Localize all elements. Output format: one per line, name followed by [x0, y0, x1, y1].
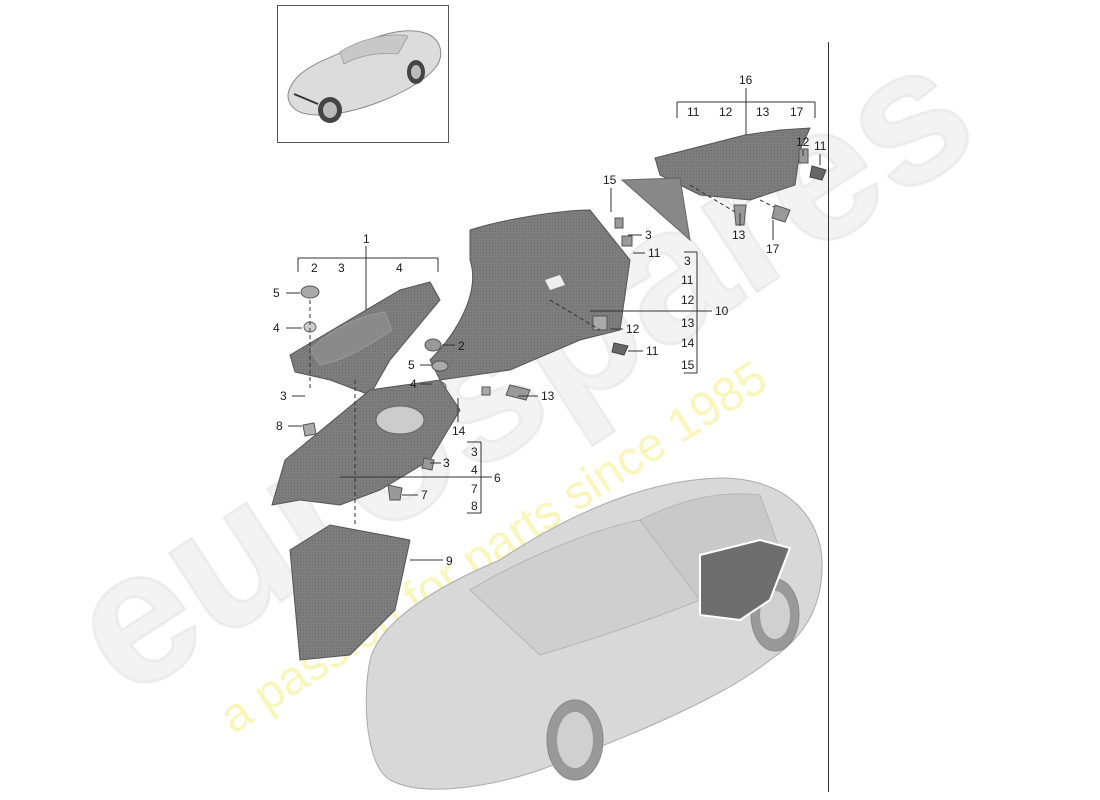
callout-11[interactable]: 11 [646, 344, 659, 358]
callout-3[interactable]: 3 [443, 456, 450, 470]
callout-16[interactable]: 16 [739, 73, 753, 87]
group-6-item[interactable]: 4 [471, 463, 478, 477]
callout-4[interactable]: 4 [273, 321, 280, 335]
callout-2[interactable]: 2 [311, 261, 318, 275]
callout-4[interactable]: 4 [396, 261, 403, 275]
group-10-item[interactable]: 13 [681, 316, 695, 330]
callout-3[interactable]: 3 [280, 389, 287, 403]
callout-1[interactable]: 1 [363, 232, 370, 246]
callout-17[interactable]: 17 [766, 242, 780, 256]
callout-9[interactable]: 9 [446, 554, 453, 568]
callout-12[interactable]: 12 [626, 322, 640, 336]
callout-8[interactable]: 8 [276, 419, 283, 433]
group-10-item[interactable]: 3 [684, 254, 691, 268]
callout-5[interactable]: 5 [273, 286, 280, 300]
callout-12[interactable]: 12 [796, 135, 810, 149]
callout-6[interactable]: 6 [494, 471, 501, 485]
group-10-item[interactable]: 11 [681, 273, 694, 287]
callout-12[interactable]: 12 [719, 105, 733, 119]
callout-11[interactable]: 11 [814, 139, 827, 153]
callout-7[interactable]: 7 [421, 488, 428, 502]
callout-10[interactable]: 10 [715, 304, 729, 318]
car-thumbnail-icon [287, 30, 442, 123]
group-10-item[interactable]: 14 [681, 336, 695, 350]
callout-11[interactable]: 11 [687, 105, 700, 119]
callout-3[interactable]: 3 [338, 261, 345, 275]
vehicle-overview-icon [365, 477, 823, 790]
group-10-item[interactable]: 12 [681, 293, 695, 307]
callout-14[interactable]: 14 [452, 424, 466, 438]
callout-4[interactable]: 4 [410, 377, 417, 391]
group-6-item[interactable]: 7 [471, 482, 478, 496]
callout-13[interactable]: 13 [756, 105, 770, 119]
callout-5[interactable]: 5 [408, 358, 415, 372]
callout-13[interactable]: 13 [541, 389, 555, 403]
callout-17[interactable]: 17 [790, 105, 804, 119]
vehicle-thumbnail[interactable] [277, 5, 449, 143]
callout-15[interactable]: 15 [603, 173, 617, 187]
callout-2[interactable]: 2 [458, 339, 465, 353]
group-6-item[interactable]: 8 [471, 499, 478, 513]
callout-13[interactable]: 13 [732, 228, 746, 242]
group-10-item[interactable]: 15 [681, 358, 695, 372]
group-6-item[interactable]: 3 [471, 445, 478, 459]
callout-3[interactable]: 3 [645, 228, 652, 242]
callout-11[interactable]: 11 [648, 246, 661, 260]
page-divider [828, 42, 829, 792]
